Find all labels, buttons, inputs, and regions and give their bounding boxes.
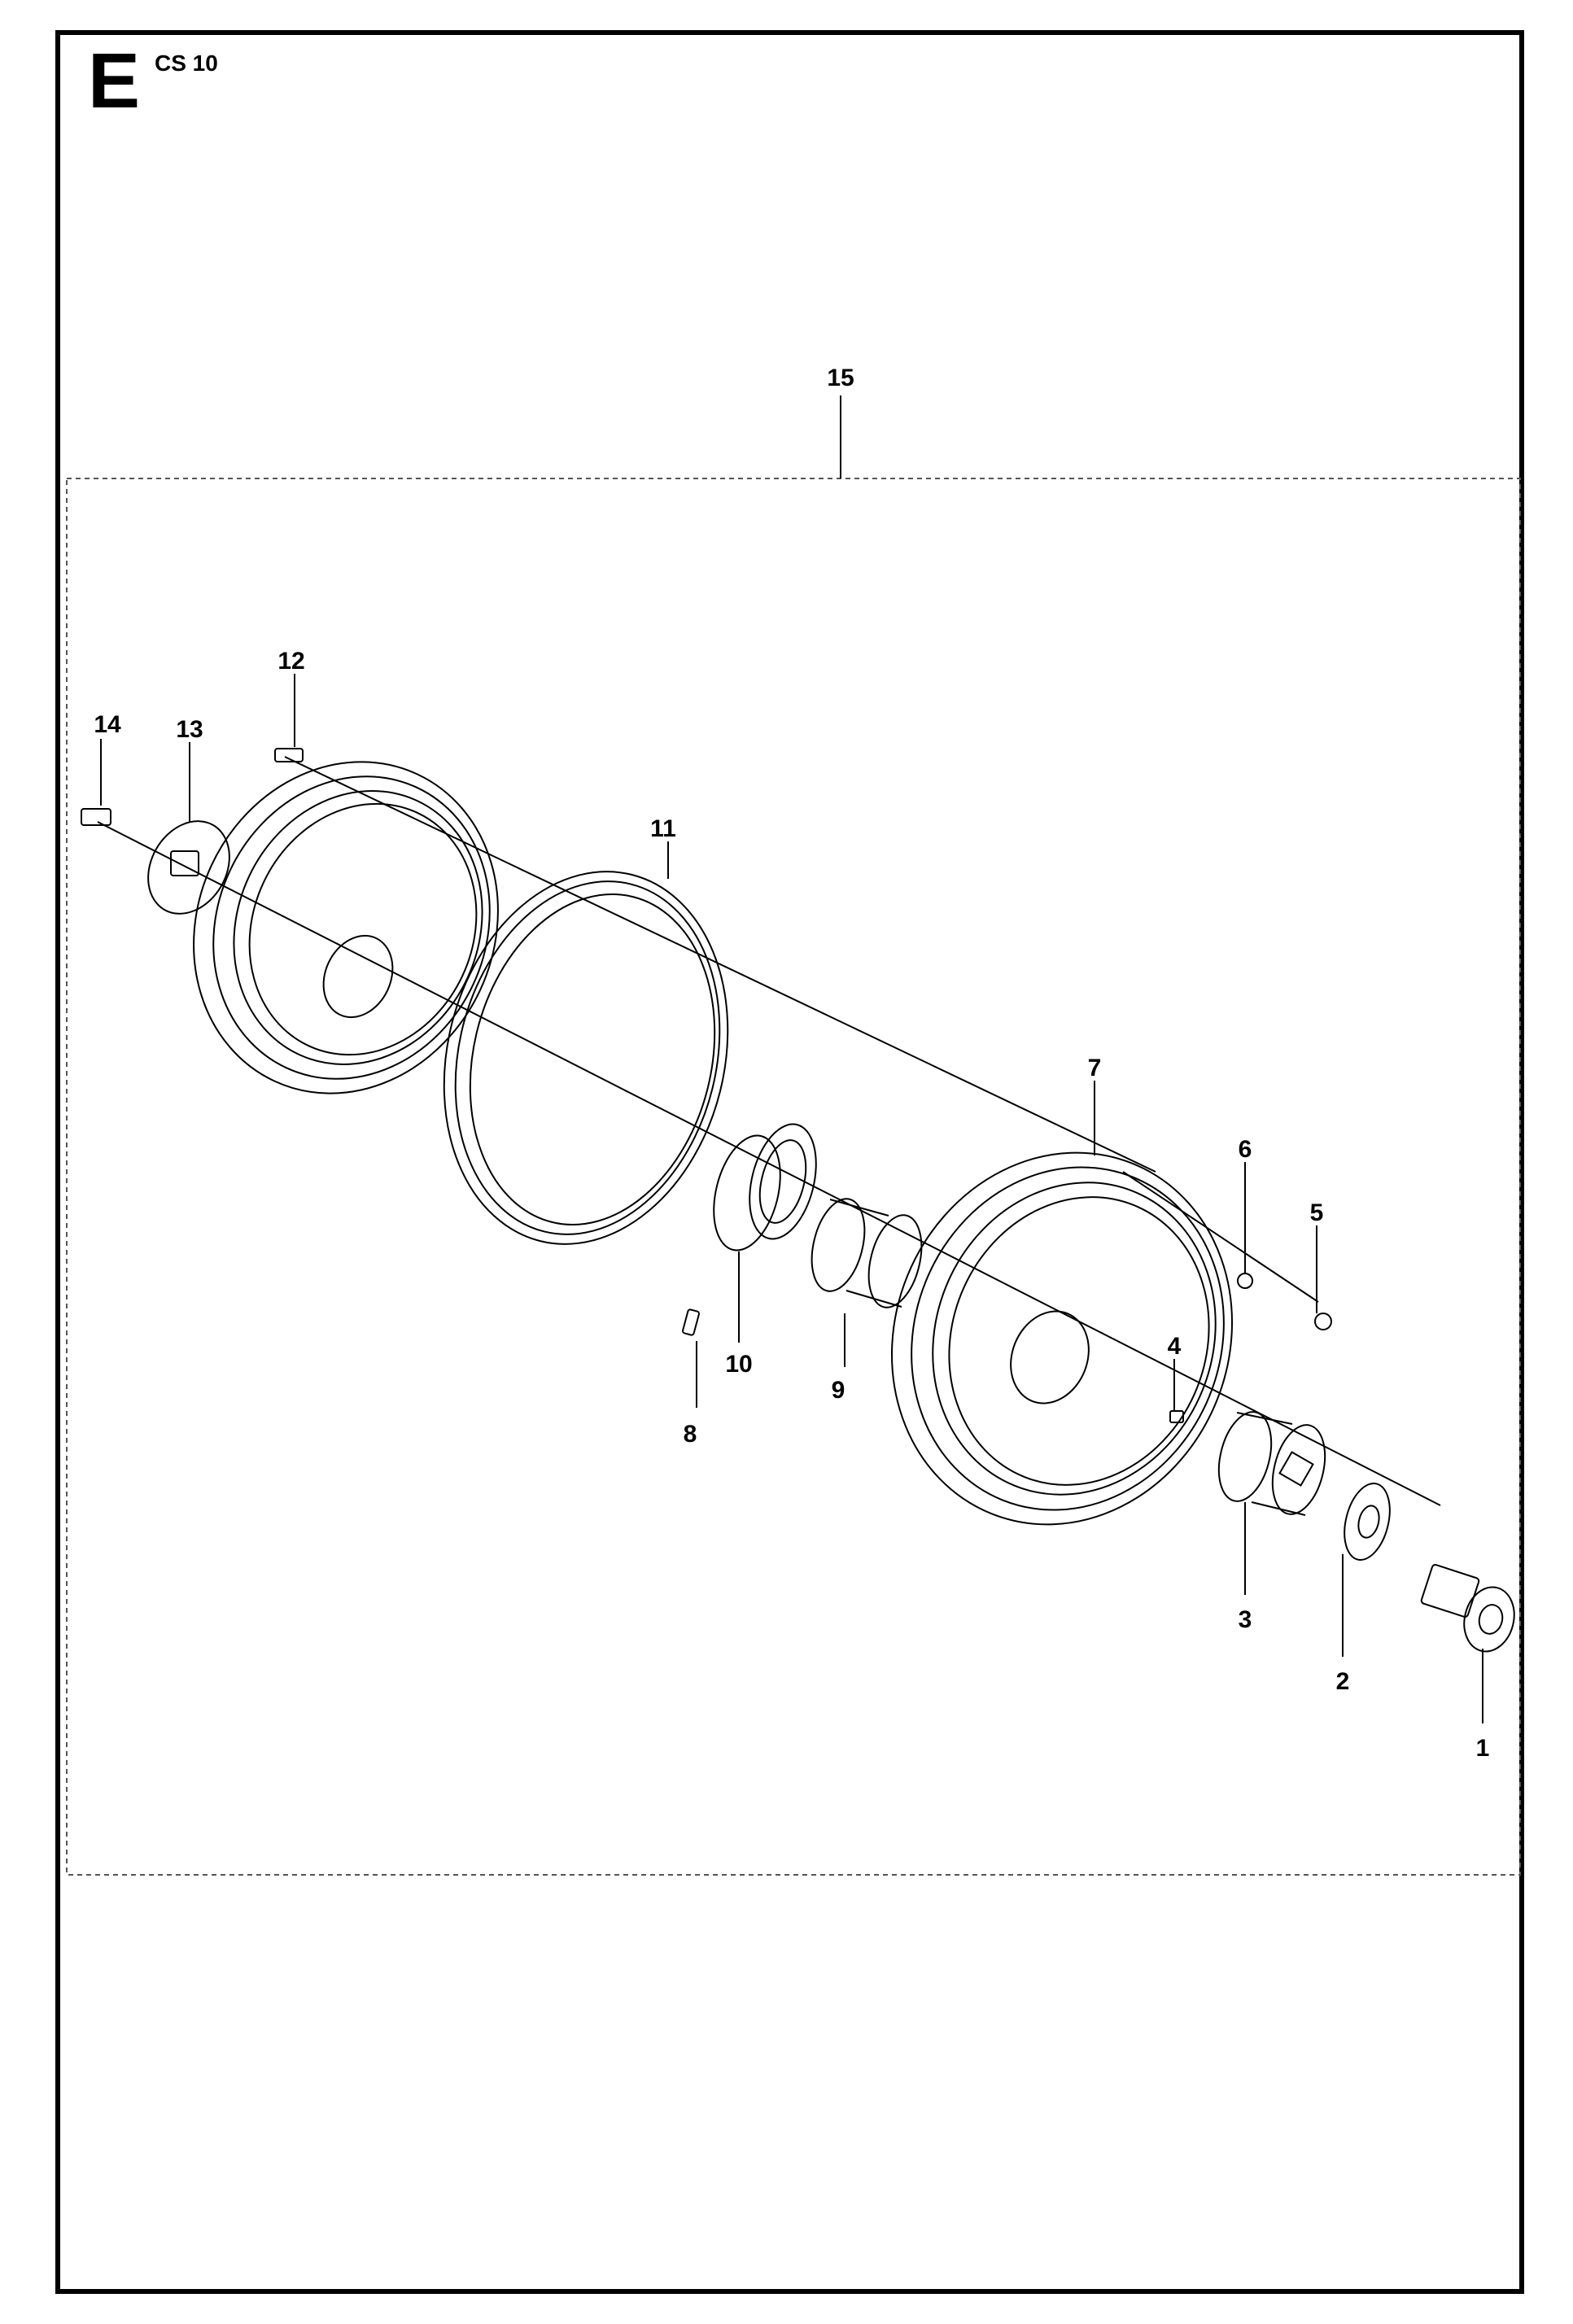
axis-lines [97,756,1441,1506]
callout-10: 10 [725,1351,752,1378]
assembly-boundary [66,478,1521,1876]
page-frame [55,30,1524,2294]
callout-8: 8 [684,1421,697,1448]
callout-2: 2 [1336,1668,1350,1695]
collar [713,1123,817,1252]
fasteners [81,748,1332,1423]
model-label: CS 10 [155,50,218,76]
callout-7: 7 [1088,1055,1102,1081]
flange-left [193,761,499,1094]
callout-5: 5 [1310,1199,1324,1226]
callout-4: 4 [1168,1333,1182,1360]
callout-13: 13 [176,716,203,743]
callouts: 1 2 3 4 5 6 7 8 9 10 11 12 13 14 15 [94,365,1489,1762]
callout-14: 14 [94,711,121,738]
sleeve [811,1198,923,1308]
callout-15: 15 [827,365,854,391]
rubber-ring [443,871,729,1245]
callout-1: 1 [1476,1735,1490,1762]
callout-12: 12 [277,648,304,675]
callout-6: 6 [1239,1136,1252,1163]
callout-9: 9 [832,1377,845,1404]
leader-lines [100,674,1483,1723]
callout-11: 11 [650,815,676,842]
callout-3: 3 [1239,1606,1252,1633]
plug-cap [1420,1563,1515,1653]
hex-adapter [1217,1411,1326,1516]
flange-right [891,1151,1233,1526]
washer [1344,1483,1391,1561]
section-letter: E [88,37,141,124]
